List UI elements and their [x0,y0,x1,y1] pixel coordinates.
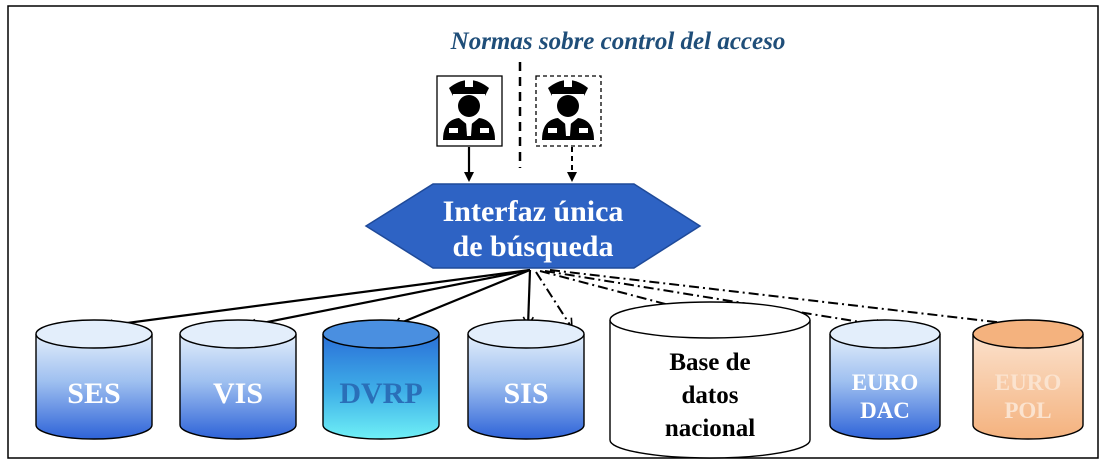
link-europol [549,269,1032,331]
database-ses: SES [35,319,153,440]
hub-label-line-2: de búsqueda [453,230,614,263]
database-national: Base de datos nacional [609,301,811,459]
database-eurodac: EURO DAC [829,319,941,440]
link-dvrp [391,268,531,329]
database-label-national-line-3: nacional [665,415,755,442]
database-label-eurodac-line-2: DAC [860,398,910,423]
link-vis [245,268,531,330]
database-europol: EURO POL [972,319,1084,440]
diagram-title: Normas sobre control del acceso [450,28,786,55]
database-label-eurodac-line-1: EURO [852,370,918,395]
database-label-national-line-2: datos [682,382,739,409]
officer-direct-access [436,75,503,147]
database-sis: SIS [467,319,585,440]
database-label-vis: VIS [213,377,263,410]
link-ses [102,268,531,331]
connectors [102,268,1032,331]
database-label-national-line-1: Base de [669,349,750,376]
database-label-europol-line-2: POL [1004,398,1051,423]
database-label-europol-line-1: EURO [995,370,1061,395]
link-sis [522,269,535,328]
link-sis-restricted [535,271,573,330]
link-eurodac [544,270,887,331]
database-label-sis: SIS [503,377,548,410]
database-label-ses: SES [67,377,120,410]
database-label-dvrp: DVRP [339,377,422,410]
officer-restricted-access [535,75,602,147]
hub-label-line-1: Interfaz única [443,195,624,228]
database-dvrp: DVRP [322,319,440,440]
search-interface-hub: Interfaz única de búsqueda [364,183,702,269]
police-officer-icon [542,80,594,140]
police-officer-icon [443,80,495,140]
database-vis: VIS [179,319,297,440]
